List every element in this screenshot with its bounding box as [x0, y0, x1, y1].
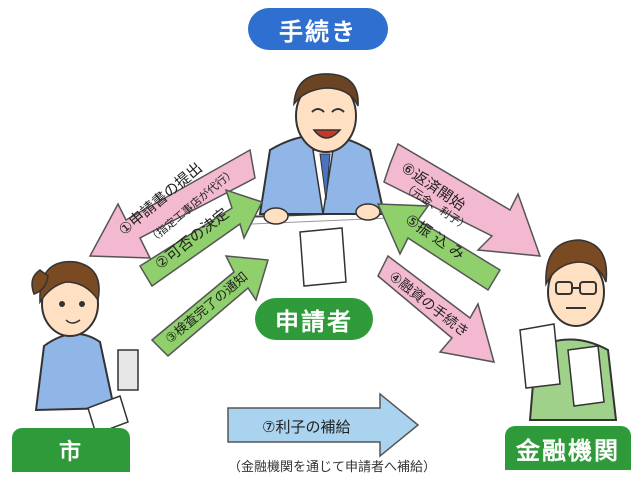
step-7-label: ⑦利子の補給	[262, 418, 350, 436]
city-staff-figure	[31, 260, 139, 435]
document-icon	[299, 227, 347, 287]
applicant-label: 申請者	[255, 298, 373, 340]
arrow-step-7: ⑦利子の補給	[227, 392, 420, 458]
stamp-icon	[117, 349, 139, 391]
bank-staff-figure	[519, 239, 618, 421]
bank-label: 金融機関	[505, 426, 631, 470]
title-badge: 手続き	[248, 8, 388, 50]
step-7-note: （金融機関を通じて申請者へ補給）	[228, 460, 437, 475]
city-label: 市	[12, 428, 130, 472]
applicant-figure	[258, 73, 386, 225]
